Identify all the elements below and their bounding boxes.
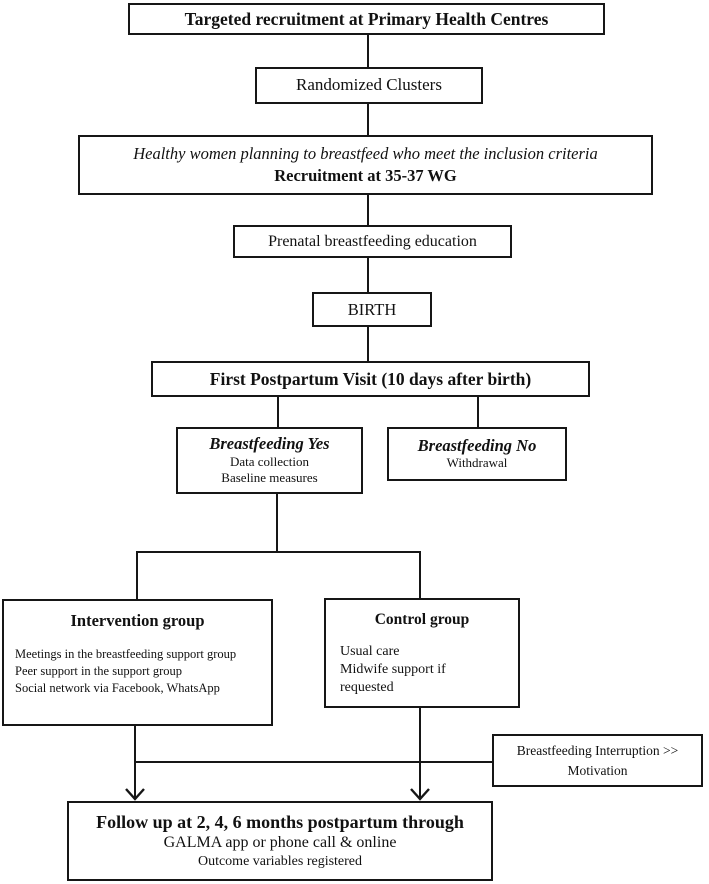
- recruitment-label: Targeted recruitment at Primary Health C…: [184, 8, 549, 29]
- breastfeeding-yes-box: Breastfeeding Yes Data collection Baseli…: [176, 427, 363, 494]
- breastfeeding-no-title: Breastfeeding No: [417, 435, 537, 455]
- followup-box: Follow up at 2, 4, 6 months postpartum t…: [67, 801, 493, 881]
- prenatal-education-box: Prenatal breastfeeding education: [233, 225, 512, 258]
- inclusion-criteria-line: Healthy women planning to breastfeed who…: [133, 144, 598, 164]
- control-line-1: Usual care: [340, 643, 400, 659]
- control-group-body: Usual care Midwife support if requested: [326, 643, 470, 698]
- intervention-group-box: Intervention group Meetings in the breas…: [2, 599, 273, 726]
- connector-inclusion-to-prenatal: [367, 195, 369, 225]
- prenatal-education-label: Prenatal breastfeeding education: [268, 232, 477, 250]
- interruption-motivation-box: Breastfeeding Interruption >> Motivation: [492, 734, 703, 787]
- intervention-group-body: Meetings in the breastfeeding support gr…: [4, 646, 236, 697]
- interruption-line-1: Breastfeeding Interruption >>: [516, 742, 679, 758]
- intervention-line-1: Meetings in the breastfeeding support gr…: [15, 646, 237, 661]
- interruption-line-2: Motivation: [567, 762, 628, 778]
- recruitment-box: Targeted recruitment at Primary Health C…: [128, 3, 605, 35]
- breastfeeding-no-line-1: Withdrawal: [446, 455, 508, 471]
- control-group-box: Control group Usual care Midwife support…: [324, 598, 520, 708]
- connector-split-to-control: [419, 551, 421, 598]
- control-group-title: Control group: [374, 611, 470, 628]
- intervention-line-3: Social network via Facebook, WhatsApp: [15, 680, 220, 695]
- connector-birth-to-visit: [367, 327, 369, 361]
- breastfeeding-no-box: Breastfeeding No Withdrawal: [387, 427, 567, 481]
- control-line-2: Midwife support if requested: [340, 661, 446, 695]
- birth-label: BIRTH: [347, 299, 397, 319]
- split-bar-groups: [136, 551, 421, 553]
- followup-title: Follow up at 2, 4, 6 months postpartum t…: [96, 811, 464, 832]
- followup-line-2: Outcome variables registered: [197, 853, 363, 869]
- breastfeeding-yes-line-1: Data collection: [229, 453, 310, 469]
- connector-split-to-intervention: [136, 551, 138, 599]
- connector-randomized-to-inclusion: [367, 104, 369, 135]
- postpartum-visit-box: First Postpartum Visit (10 days after bi…: [151, 361, 590, 397]
- intervention-line-2: Peer support in the support group: [15, 663, 182, 678]
- connector-visit-to-bf-yes: [277, 397, 279, 427]
- randomized-clusters-label: Randomized Clusters: [296, 75, 442, 95]
- connector-bf-yes-to-split: [276, 494, 278, 552]
- birth-box: BIRTH: [312, 292, 432, 327]
- intervention-group-title: Intervention group: [70, 611, 205, 630]
- arrowhead-intervention-down: [125, 788, 145, 801]
- connector-control-to-followup: [419, 708, 421, 799]
- recruitment-wg-line: Recruitment at 35-37 WG: [274, 166, 457, 185]
- breastfeeding-yes-title: Breastfeeding Yes: [209, 433, 330, 453]
- connector-visit-to-bf-no: [477, 397, 479, 427]
- arrowhead-control-down: [410, 788, 430, 801]
- inclusion-criteria-box: Healthy women planning to breastfeed who…: [78, 135, 653, 195]
- randomized-clusters-box: Randomized Clusters: [255, 67, 483, 104]
- connector-to-interruption-box: [134, 761, 492, 763]
- breastfeeding-yes-line-2: Baseline measures: [221, 470, 318, 486]
- postpartum-visit-label: First Postpartum Visit (10 days after bi…: [209, 368, 532, 389]
- connector-recruitment-to-randomized: [367, 35, 369, 67]
- followup-line-1: GALMA app or phone call & online: [163, 833, 397, 851]
- connector-prenatal-to-birth: [367, 258, 369, 292]
